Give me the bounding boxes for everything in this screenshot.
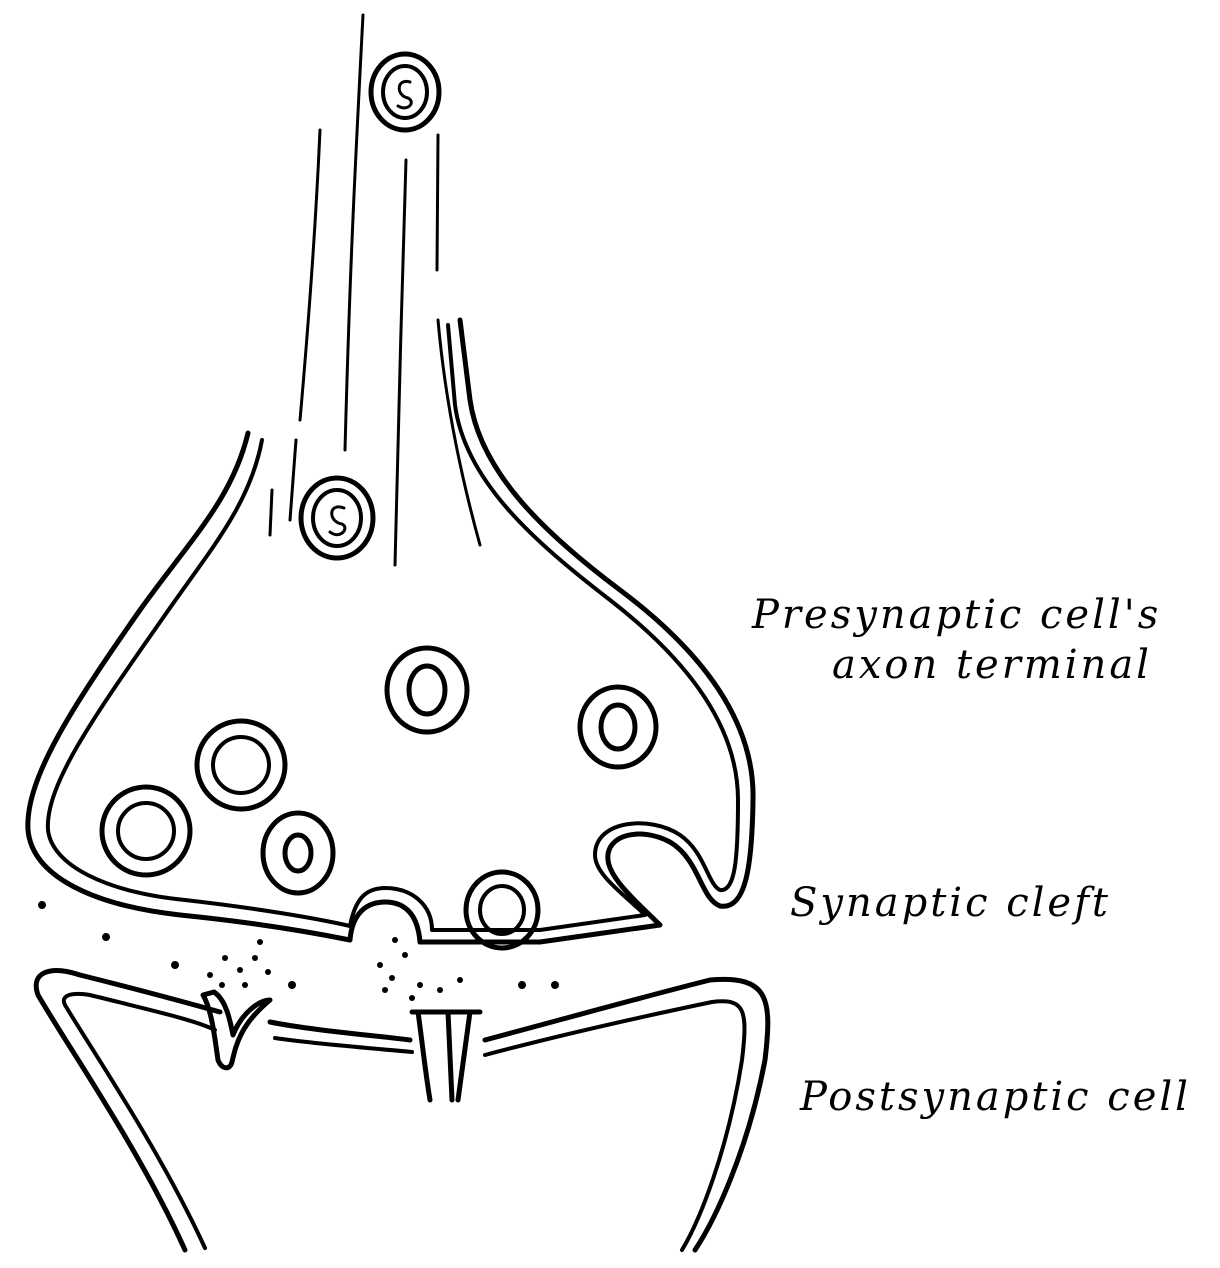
axon-shaft-line [438,320,480,545]
vesicle [371,54,439,130]
axon-shaft-line [290,440,296,520]
axon-shaft-line [345,15,363,450]
postsynaptic-label: Postsynaptic cell [800,1072,1191,1122]
axon-terminal-inner-membrane [48,325,738,930]
axon-shaft-line [300,130,320,420]
axon-shaft-line [395,160,406,565]
presynaptic-label-line1: Presynaptic cell's [752,592,1161,638]
vesicle [387,648,467,732]
receptor [203,992,270,1068]
vesicle [102,787,190,875]
synaptic-cleft-label: Synaptic cleft [790,878,1111,928]
presynaptic-label: Presynaptic cell's axon terminal [752,590,1161,690]
vesicle [301,478,373,558]
vesicle [580,687,656,767]
presynaptic-label-line2: axon terminal [752,640,1161,690]
vesicle [466,872,538,948]
vesicle [263,813,333,893]
vesicle [197,721,285,809]
axon-shaft-line [437,135,438,270]
axon-shaft-line [270,490,272,535]
receptor [412,1012,480,1100]
